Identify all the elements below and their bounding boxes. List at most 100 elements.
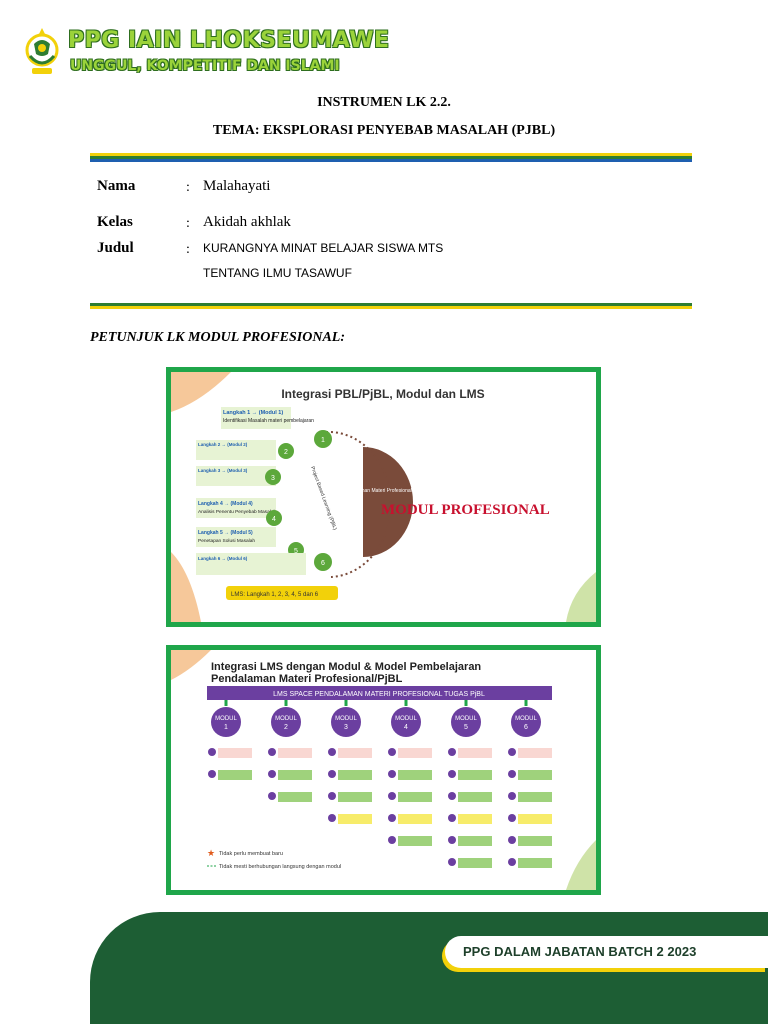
field-label-judul: Judul <box>97 240 134 256</box>
module-num-2: 2 <box>284 724 288 731</box>
header-divider <box>90 153 692 162</box>
step-box <box>278 770 312 780</box>
module-num-1: 1 <box>224 724 228 731</box>
legend-star-icon: ★ <box>207 848 215 858</box>
step-dot-icon <box>388 770 396 778</box>
figure-integrasi-lms-graphic: Integrasi LMS dengan Modul & Model Pembe… <box>171 650 596 890</box>
document-title: INSTRUMEN LK 2.2. <box>317 95 451 110</box>
step-6-label: Langkah 6 → (Modul 6) <box>198 556 248 561</box>
step-box <box>458 836 492 846</box>
figure2-title-line2: Pendalaman Materi Profesional/PjBL <box>211 673 403 685</box>
figure2-title-line1: Integrasi LMS dengan Modul & Model Pembe… <box>211 661 481 673</box>
legend-item-1: Tidak perlu membuat baru <box>219 851 283 857</box>
step-5-text: Penetapan Solusi Masalah <box>198 538 255 544</box>
step-1-badge-icon <box>314 430 332 448</box>
svg-text:2: 2 <box>284 449 288 456</box>
step-dot-icon <box>508 748 516 756</box>
step-dot-icon <box>508 858 516 866</box>
module-name-1: MODUL <box>215 716 237 722</box>
step-box <box>278 792 312 802</box>
field-label-kelas: Kelas <box>97 214 133 230</box>
step-dot-icon <box>508 770 516 778</box>
step-dot-icon <box>328 770 336 778</box>
footer-label: PPG DALAM JABATAN BATCH 2 2023 <box>463 944 697 959</box>
module-num-5: 5 <box>464 724 468 731</box>
step-dot-icon <box>268 748 276 756</box>
module-circle-4 <box>391 707 421 737</box>
step-3-label: Langkah 3 → (Modul 3) <box>198 468 248 473</box>
step-box <box>518 814 552 824</box>
legend-item-2: Tidak mesti berhubungan langsung dengan … <box>219 864 341 870</box>
svg-text:4: 4 <box>272 516 276 523</box>
step-box <box>518 770 552 780</box>
field-value-kelas: Akidah akhlak <box>203 214 291 230</box>
step-4-label: Langkah 4 → (Modul 4) <box>198 501 253 507</box>
step-box <box>218 748 252 758</box>
module-num-4: 4 <box>404 724 408 731</box>
figure1-title: Integrasi PBL/PjBL, Modul dan LMS <box>281 387 484 401</box>
figure-integrasi-pbl: Integrasi PBL/PjBL, Modul dan LMS Pendal… <box>166 367 601 627</box>
step-box <box>518 792 552 802</box>
step-box <box>458 858 492 868</box>
step-dot-icon <box>508 792 516 800</box>
step-box <box>338 792 372 802</box>
module-circle-6 <box>511 707 541 737</box>
step-dot-icon <box>388 792 396 800</box>
step-1-label: Langkah 1 → (Modul 1) <box>223 410 283 416</box>
step-2-label: Langkah 2 → (Modul 2) <box>198 442 248 447</box>
step-box <box>398 748 432 758</box>
step-dot-icon <box>448 814 456 822</box>
field-label-nama: Nama <box>97 178 136 194</box>
module-name-5: MODUL <box>455 716 477 722</box>
module-circle-1 <box>211 707 241 737</box>
step-dot-icon <box>448 792 456 800</box>
brand-name: PPG IAIN LHOKSEUMAWE <box>68 28 390 53</box>
step-box <box>398 814 432 824</box>
step-dot-icon <box>448 836 456 844</box>
step-box <box>218 770 252 780</box>
step-box <box>458 814 492 824</box>
field-sep: : <box>186 242 190 257</box>
svg-text:3: 3 <box>271 475 275 482</box>
step-dot-icon <box>268 770 276 778</box>
module-num-3: 3 <box>344 724 348 731</box>
step-box <box>458 770 492 780</box>
brand-tagline: UNGGUL, KOMPETITIF DAN ISLAMI <box>70 58 340 74</box>
document-theme: TEMA: EKSPLORASI PENYEBAB MASALAH (PJBL) <box>212 123 556 138</box>
step-dot-icon <box>388 814 396 822</box>
step-dot-icon <box>328 748 336 756</box>
instructions-heading: PETUNJUK LK MODUL PROFESIONAL: <box>90 330 345 345</box>
figure1-center-text: Pendalaman Materi Profesional (2 eksis M… <box>342 488 447 494</box>
step-dot-icon <box>328 792 336 800</box>
module-name-4: MODUL <box>395 716 417 722</box>
step-box <box>398 770 432 780</box>
module-name-3: MODUL <box>335 716 357 722</box>
lms-bar: LMS: Langkah 1, 2, 3, 4, 5 dan 6 <box>231 592 319 598</box>
step-box <box>278 748 312 758</box>
svg-text:5: 5 <box>294 548 298 555</box>
svg-text:1: 1 <box>321 437 325 444</box>
module-circle-5 <box>451 707 481 737</box>
step-box <box>338 748 372 758</box>
step-dot-icon <box>508 836 516 844</box>
field-sep: : <box>186 180 190 195</box>
step-4-text: Analisis Penentu Penyebab Masalah <box>198 509 276 515</box>
field-value-judul-line1: KURANGNYA MINAT BELAJAR SISWA MTS <box>203 241 444 255</box>
step-1-text: Identifikasi Masalah materi pembelajaran <box>223 418 314 424</box>
step-dot-icon <box>328 814 336 822</box>
step-dot-icon <box>388 836 396 844</box>
module-name-6: MODUL <box>515 716 537 722</box>
step-box <box>398 792 432 802</box>
step-dot-icon <box>208 748 216 756</box>
figure-integrasi-pbl-graphic: Integrasi PBL/PjBL, Modul dan LMS Pendal… <box>171 372 596 622</box>
step-dot-icon <box>448 748 456 756</box>
step-box <box>518 748 552 758</box>
figure1-arc-label: Project Based Learning (PjBL) <box>309 466 338 532</box>
step-dot-icon <box>448 858 456 866</box>
step-box <box>458 792 492 802</box>
step-6-badge-icon <box>314 553 332 571</box>
footer-pill <box>445 936 768 968</box>
step-5-label: Langkah 5 → (Modul 5) <box>198 530 253 536</box>
step-dot-icon <box>208 770 216 778</box>
step-box <box>398 836 432 846</box>
